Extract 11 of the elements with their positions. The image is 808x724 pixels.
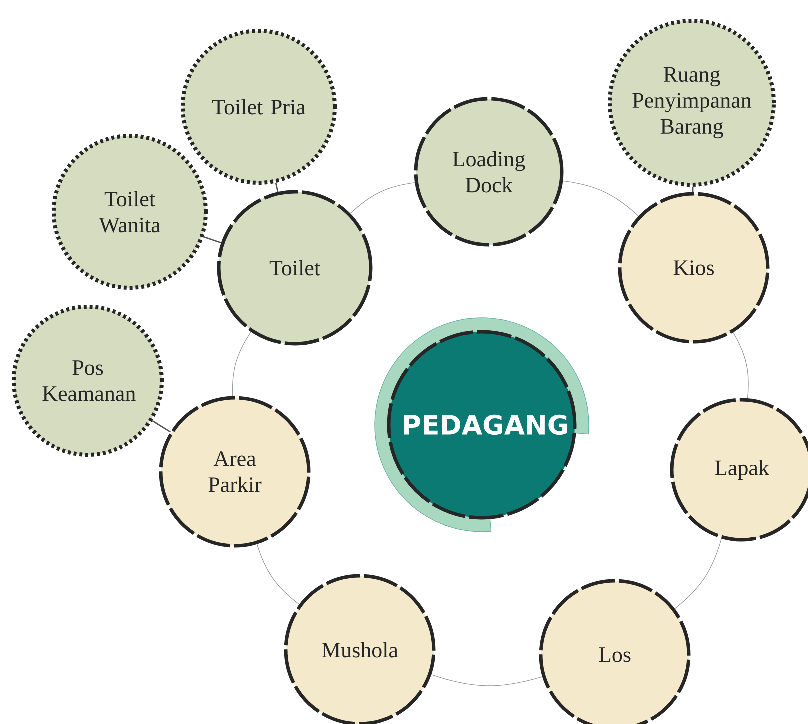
connector-line	[256, 544, 300, 605]
connector-line	[692, 186, 694, 192]
connector-line	[152, 420, 171, 433]
connector-line	[562, 180, 640, 217]
connector-line	[350, 182, 416, 214]
connector-line	[674, 538, 722, 610]
connector-line	[733, 332, 749, 399]
connector-line	[431, 674, 543, 686]
connector-line	[232, 332, 252, 397]
connector-line	[204, 236, 222, 244]
connector-line	[275, 182, 279, 192]
